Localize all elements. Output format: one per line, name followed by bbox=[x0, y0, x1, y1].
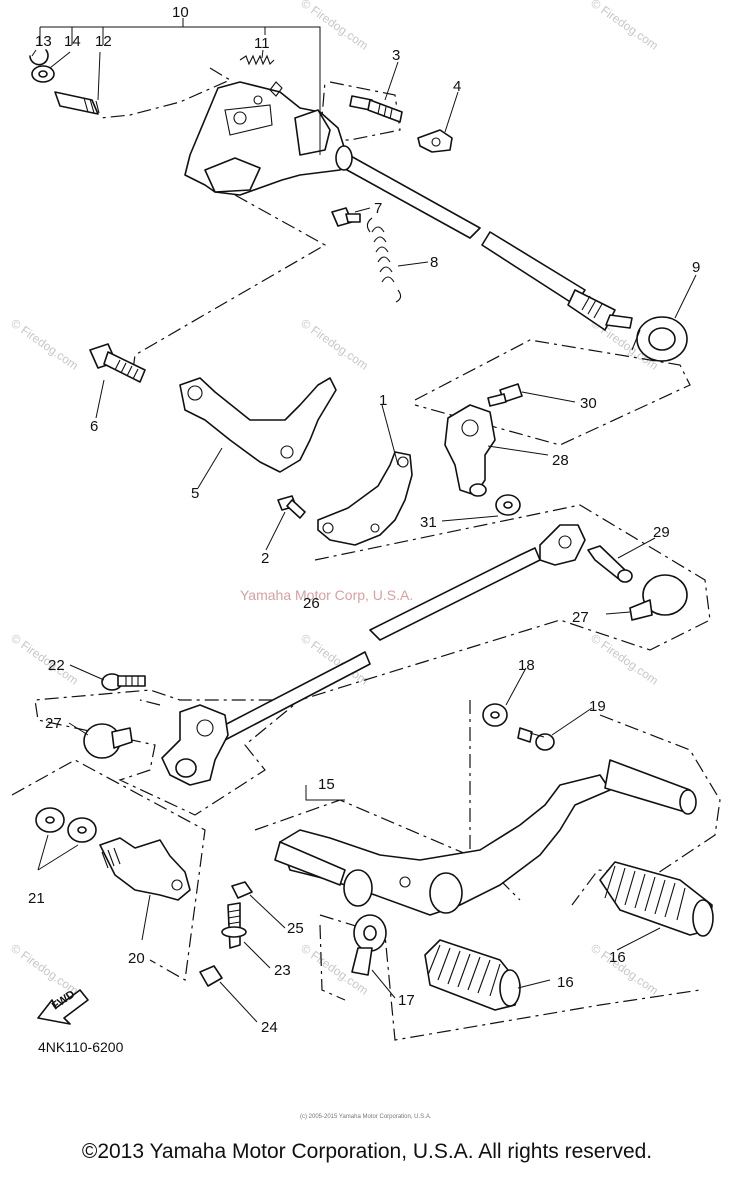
return-spring bbox=[239, 54, 275, 66]
coil-spring bbox=[366, 217, 402, 303]
callout-label: 26 bbox=[303, 595, 320, 612]
callout-label: 30 bbox=[580, 395, 597, 412]
rod-end-cap bbox=[83, 723, 133, 759]
shaft-pin bbox=[54, 91, 100, 115]
bolt bbox=[277, 495, 306, 519]
callout-label: 18 bbox=[518, 657, 535, 674]
watermark-firedog: © Firedog.com bbox=[298, 316, 371, 373]
watermark-firedog: © Firedog.com bbox=[298, 0, 371, 53]
callout-label: 27 bbox=[45, 715, 62, 732]
rod-end bbox=[351, 914, 387, 976]
shift-pedal bbox=[274, 759, 697, 916]
callout-label: 21 bbox=[28, 890, 45, 907]
callout-label: 9 bbox=[692, 259, 700, 276]
callout-label: 28 bbox=[552, 452, 569, 469]
leader-lines bbox=[31, 18, 697, 1023]
callout-label: 15 bbox=[318, 776, 335, 793]
mounting-bracket bbox=[179, 377, 337, 473]
bolt bbox=[101, 673, 146, 691]
pedal-rubber bbox=[424, 939, 521, 1011]
callout-label: 5 bbox=[191, 485, 199, 502]
watermark-firedog: © Firedog.com bbox=[588, 631, 661, 688]
callout-label: 13 bbox=[35, 33, 52, 50]
callout-label: 16 bbox=[557, 974, 574, 991]
callout-label: 27 bbox=[572, 609, 589, 626]
callout-label: 24 bbox=[261, 1019, 278, 1036]
fwd-arrow-icon: FWD bbox=[37, 988, 89, 1025]
callout-label: 14 bbox=[64, 33, 81, 50]
callout-label: 20 bbox=[128, 950, 145, 967]
shift-shaft bbox=[335, 145, 633, 331]
lever-joint bbox=[99, 837, 191, 901]
rod-joint bbox=[161, 704, 229, 786]
washer bbox=[482, 703, 508, 727]
callout-label: 31 bbox=[420, 514, 437, 531]
callout-label: 10 bbox=[172, 4, 189, 21]
bolt bbox=[587, 545, 633, 583]
shift-lever bbox=[444, 404, 496, 497]
support-bracket bbox=[317, 451, 413, 546]
watermark-firedog: © Firedog.com bbox=[8, 631, 81, 688]
flange-bolt bbox=[89, 343, 146, 383]
bolt bbox=[517, 727, 555, 751]
shift-rod bbox=[214, 524, 586, 741]
washer bbox=[35, 807, 65, 833]
copyright-footer: ©2013 Yamaha Motor Corporation, U.S.A. A… bbox=[81, 1140, 653, 1163]
callout-label: 29 bbox=[653, 524, 670, 541]
callout-label: 11 bbox=[254, 35, 270, 52]
watermark-firedog: © Firedog.com bbox=[588, 0, 661, 53]
retaining-clip bbox=[417, 129, 453, 153]
callout-labels: 1 2 3 4 5 6 7 8 9 10 11 12 13 14 15 16 1… bbox=[28, 4, 700, 1036]
callout-label: 3 bbox=[392, 47, 400, 64]
callout-label: 19 bbox=[589, 698, 606, 715]
washer bbox=[31, 65, 55, 83]
callout-label: 7 bbox=[374, 200, 382, 217]
bolt bbox=[349, 95, 403, 123]
callout-label: 22 bbox=[48, 657, 65, 674]
oil-seal bbox=[631, 316, 688, 362]
callout-label: 25 bbox=[287, 920, 304, 937]
callout-label: 17 bbox=[398, 992, 415, 1009]
diagram-code: 4NK110-6200 bbox=[38, 1039, 124, 1055]
rod-end-cap bbox=[629, 574, 688, 621]
callout-label: 16 bbox=[609, 949, 626, 966]
callout-label: 4 bbox=[453, 78, 461, 95]
watermark-small-copyright: (c) 2005-2015 Yamaha Motor Corporation, … bbox=[300, 1114, 432, 1120]
callout-label: 8 bbox=[430, 254, 438, 271]
shift-arm-assembly bbox=[184, 81, 346, 196]
washer bbox=[67, 817, 97, 843]
pedal-rubber bbox=[599, 861, 714, 937]
callout-label: 6 bbox=[90, 418, 98, 435]
circlip bbox=[29, 49, 49, 66]
callout-label: 1 bbox=[379, 392, 387, 409]
callout-label: 23 bbox=[274, 962, 291, 979]
watermark-yamaha: Yamaha Motor Corp, U.S.A. bbox=[240, 587, 413, 603]
washer bbox=[495, 494, 521, 516]
callout-label: 2 bbox=[261, 550, 269, 567]
adjuster-bolt bbox=[221, 902, 247, 949]
bolt bbox=[331, 207, 361, 227]
nut bbox=[199, 965, 223, 987]
bolt bbox=[487, 383, 523, 407]
nut bbox=[231, 881, 253, 899]
callout-label: 12 bbox=[95, 33, 112, 50]
watermark-firedog: © Firedog.com bbox=[8, 316, 81, 373]
